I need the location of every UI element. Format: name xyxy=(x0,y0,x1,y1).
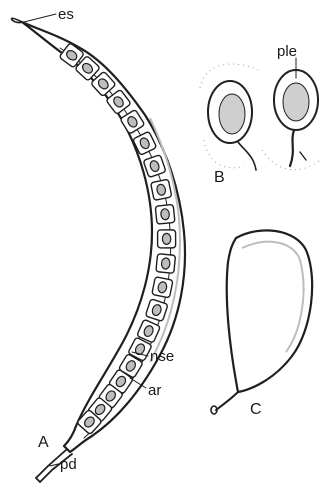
seed-b-right-funicle xyxy=(290,130,294,166)
label-pd: pd xyxy=(60,456,77,473)
seed-8 xyxy=(151,179,172,200)
panel-c xyxy=(211,230,312,414)
seed-b-right-embryo xyxy=(283,83,309,121)
valve-c-outline xyxy=(227,230,312,392)
panel-label-a: A xyxy=(38,434,49,451)
seed-body xyxy=(162,233,170,244)
pod-a-pedicel-tip xyxy=(36,478,40,482)
label-ar: ar xyxy=(148,382,161,399)
label-nse: nse xyxy=(150,348,174,365)
panel-b xyxy=(200,58,320,170)
pod-a-beak xyxy=(11,18,22,22)
seed-5 xyxy=(120,109,145,134)
seed-10 xyxy=(158,230,176,248)
label-ple: ple xyxy=(277,43,297,60)
pod-a-seed-layer xyxy=(59,43,176,435)
panel-label-b: B xyxy=(214,169,225,186)
seed-9 xyxy=(155,204,175,224)
seed-7 xyxy=(143,155,166,178)
seed-12 xyxy=(152,277,173,298)
seed-body xyxy=(161,258,170,270)
valve-c-inner xyxy=(242,242,304,352)
seed-b-right-tip xyxy=(300,152,306,160)
pod-a xyxy=(11,18,185,482)
seed-11 xyxy=(156,254,176,274)
seed-b-right xyxy=(274,58,318,166)
panel-label-c: C xyxy=(250,401,262,418)
valve-c-stalk xyxy=(216,392,238,410)
seed-b-left-embryo xyxy=(219,94,245,134)
seed-b-left xyxy=(208,81,256,170)
seed-body xyxy=(160,208,169,220)
es-leader xyxy=(24,14,56,22)
seed-b-left-funicle xyxy=(238,142,256,170)
label-es: es xyxy=(58,6,74,23)
